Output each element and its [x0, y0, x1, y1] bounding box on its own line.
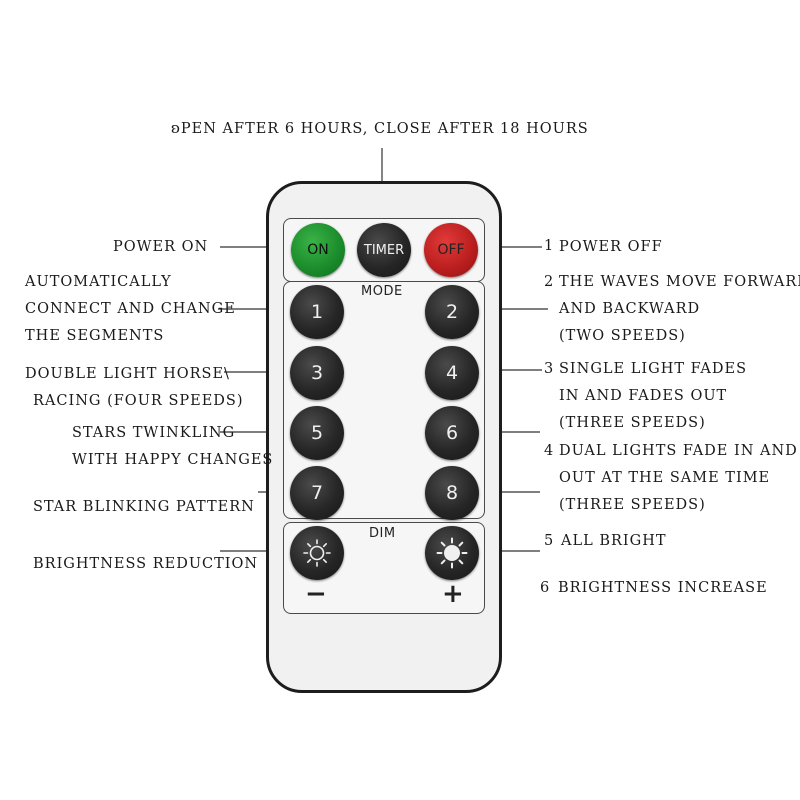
- fade-number: 3: [544, 361, 555, 377]
- fade-label-line1: SINGLE LIGHT FADES: [559, 361, 748, 377]
- on-button[interactable]: ON: [291, 223, 345, 277]
- mode-title: MODE: [361, 284, 403, 299]
- dual-label-line2: OUT AT THE SAME TIME: [559, 470, 771, 486]
- power-on-label: POWER ON: [113, 239, 209, 255]
- timer-label: ʚPEN AFTER 6 HOURS, CLOSE AFTER 18 HOURS: [171, 121, 589, 137]
- waves-label-line2: AND BACKWARD: [559, 301, 701, 317]
- fade-label-line2: IN AND FADES OUT: [559, 388, 728, 404]
- mode-button-1[interactable]: 1: [290, 285, 344, 339]
- mode-button-7[interactable]: 7: [290, 466, 344, 520]
- auto-label-line3: THE SEGMENTS: [25, 328, 165, 344]
- mode-button-3[interactable]: 3: [290, 346, 344, 400]
- fade-label-line3: (THREE SPEEDS): [559, 415, 706, 431]
- mode-button-2[interactable]: 2: [425, 285, 479, 339]
- blink-label: STAR BLINKING PATTERN: [33, 499, 255, 515]
- off-number: 1: [544, 238, 555, 254]
- mode-button-4[interactable]: 4: [425, 346, 479, 400]
- auto-label-line1: AUTOMATICALLY: [25, 274, 172, 290]
- minus-sign: −: [305, 579, 327, 609]
- bright-number: 5: [544, 533, 555, 549]
- dim-title: DIM: [369, 526, 396, 541]
- plus-sign: +: [442, 579, 464, 609]
- dual-label-line3: (THREE SPEEDS): [559, 497, 706, 513]
- auto-label-line2: CONNECT AND CHANGE: [25, 301, 236, 317]
- stars-label-line1: STARS TWINKLING: [72, 425, 236, 441]
- dual-label-line1: DUAL LIGHTS FADE IN AND: [559, 443, 798, 459]
- increase-number: 6: [540, 580, 551, 596]
- dim-up-button[interactable]: [425, 526, 479, 580]
- waves-number: 2: [544, 274, 555, 290]
- bright-label: ALL BRIGHT: [561, 533, 667, 549]
- sun-filled-icon: [436, 537, 468, 569]
- remote-body: ON TIMER OFF MODE 1 2 3 4 5 6 7 8 DIM: [266, 181, 502, 693]
- dim-down-button[interactable]: [290, 526, 344, 580]
- horse-label-line1: DOUBLE LIGHT HORSE\: [25, 366, 230, 382]
- horse-label-line2: RACING (FOUR SPEEDS): [33, 393, 244, 409]
- waves-label-line3: (TWO SPEEDS): [559, 328, 686, 344]
- dual-number: 4: [544, 443, 555, 459]
- reduce-label: BRIGHTNESS REDUCTION: [33, 556, 259, 572]
- mode-button-8[interactable]: 8: [425, 466, 479, 520]
- waves-label-line1: THE WAVES MOVE FORWARD: [559, 274, 800, 290]
- off-button[interactable]: OFF: [424, 223, 478, 277]
- mode-button-6[interactable]: 6: [425, 406, 479, 460]
- timer-button[interactable]: TIMER: [357, 223, 411, 277]
- off-label: POWER OFF: [559, 239, 663, 255]
- sun-outline-icon: [303, 539, 331, 567]
- stars-label-line2: WITH HAPPY CHANGES: [72, 452, 274, 468]
- increase-label: BRIGHTNESS INCREASE: [558, 580, 768, 596]
- mode-button-5[interactable]: 5: [290, 406, 344, 460]
